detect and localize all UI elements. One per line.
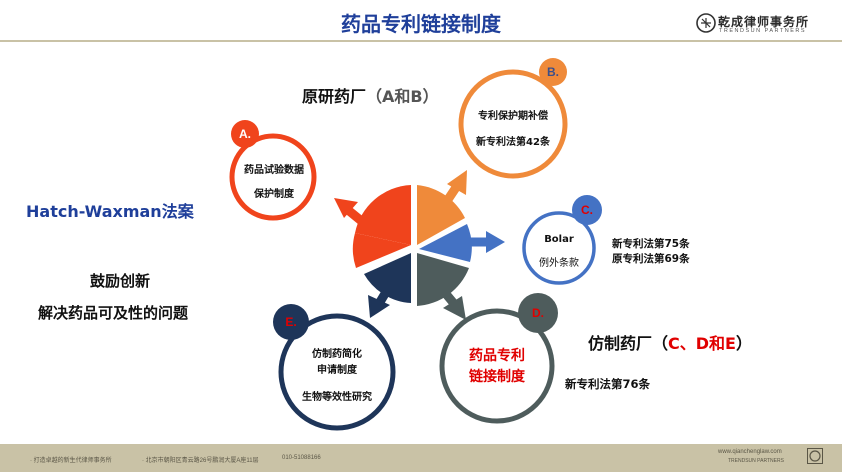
node-c-line1: Bolar [544,234,574,245]
firm-name: 乾成律师事务所 [718,15,810,29]
footer-website[interactable]: www.qianchenglaw.com [718,449,782,455]
header-divider [0,40,842,42]
pie-segment-c [419,224,472,262]
arrow-to-d [442,291,466,320]
footer-address: · 北京市朝阳区青云路26号鹏润大厦A座11层 [142,458,259,464]
arrow-to-b [441,170,467,207]
pie-segment-b [417,185,465,245]
originator-group-label: 原研药厂（A和B） [302,83,439,107]
page-title: 药品专利链接制度 [341,12,501,36]
circle-c [522,211,596,285]
node-d-line2: 链接制度 [469,369,525,385]
node-d-line1: 药品专利 [469,348,525,364]
node-c-note2: 原专利法第69条 [612,253,690,265]
node-e-line3: 生物等效性研究 [302,392,372,403]
generic-group-label: 仿制药厂（C、D和E） [588,330,752,354]
node-b-line1: 专利保护期补偿 [478,111,548,122]
circle-a [229,133,317,221]
footer-english-name: TRENDSUN PARTNERS [728,458,784,464]
footer-slogan: · 打造卓越的新生代律师事务所 [30,458,112,464]
pie-segment-a [355,185,411,245]
badge-d-letter: D. [532,306,544,320]
pie-segment-d [417,253,469,306]
badge-a [231,120,259,148]
arrow-to-e [368,289,390,318]
act-title: Hatch-Waxman法案 [26,202,194,221]
goal-drug-accessibility: 解决药品可及性的问题 [38,304,189,322]
pie-segment-e [364,253,411,303]
node-c-line2: 例外条款 [539,258,579,269]
footer-bar [0,444,842,472]
circle-d [439,308,555,424]
node-a-line1: 药品试验数据 [244,165,304,176]
generic-label: 仿制药厂 [588,334,653,353]
node-a-line2: 保护制度 [254,189,294,200]
arrow-to-c [470,231,505,253]
badge-b [539,58,567,86]
badge-c-letter: C. [581,203,593,217]
generic-paren-open: （ [652,334,669,353]
badge-c [572,195,602,225]
originator-label: 原研药厂 [302,87,367,106]
node-e-line2: 申请制度 [317,365,357,376]
footer-logo-icon [807,448,823,464]
circle-b [458,69,568,179]
firm-logo-icon [696,13,716,33]
goal-encourage-innovation: 鼓励创新 [90,272,151,290]
firm-english-name: TRENDSUN PARTNERS [719,28,807,34]
node-d-note: 新专利法第76条 [565,377,651,391]
node-c-note1: 新专利法第75条 [612,238,690,250]
pie-segment-a-2 [352,233,411,268]
node-e-line1: 仿制药简化 [312,349,362,360]
circle-e [278,313,396,431]
generic-paren-close: ） [736,334,753,353]
badge-b-letter: B. [547,65,559,79]
badge-e-letter: E. [285,315,297,329]
badge-d [518,293,558,333]
arrow-to-a [334,198,373,232]
badge-a-letter: A. [239,127,251,141]
badge-e [273,304,309,340]
footer-phone: 010-51088166 [282,455,321,461]
node-b-line2: 新专利法第42条 [476,137,550,148]
generic-members: C、D和E [668,334,736,353]
originator-members: （A和B） [366,87,439,106]
